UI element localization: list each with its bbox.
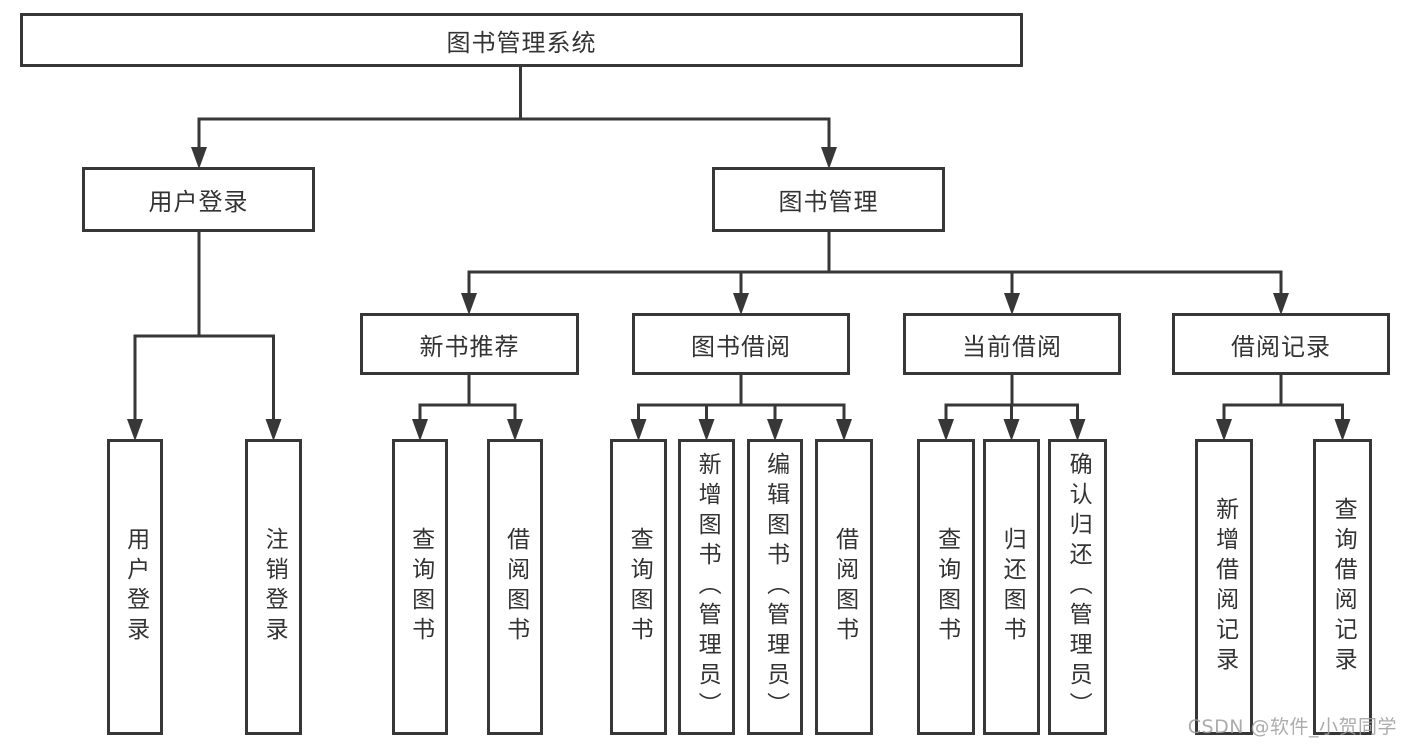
node-library-system-label: 图书管理系统 (446, 28, 597, 57)
node-user-login-label: 用户登录 (148, 188, 249, 216)
leaf-current-return: 归还图书 (983, 439, 1040, 735)
leaf-borrowing-query: 查询图书 (610, 439, 667, 735)
leaf-current-confirm-return-label: 确认归还（管理员） (1065, 452, 1092, 722)
leaf-borrowing-borrow: 借阅图书 (815, 439, 873, 735)
node-current-borrowing-label: 当前借阅 (962, 332, 1062, 361)
leaf-borrowing-edit-label: 编辑图书（管理员） (762, 452, 789, 722)
arrowheads (127, 147, 1351, 441)
leaf-borrowing-borrow-label: 借阅图书 (831, 527, 858, 647)
leaf-newbook-query-label: 查询图书 (407, 527, 434, 647)
leaf-user-login-label: 用户登录 (122, 527, 149, 647)
node-book-management: 图书管理 (712, 167, 945, 232)
leaf-current-query: 查询图书 (917, 439, 975, 735)
node-book-borrowing-label: 图书借阅 (691, 332, 791, 361)
node-library-system: 图书管理系统 (20, 13, 1023, 67)
leaf-newbook-borrow: 借阅图书 (487, 439, 543, 735)
node-new-book-recommend: 新书推荐 (360, 313, 579, 375)
node-book-borrowing: 图书借阅 (632, 313, 850, 375)
leaf-records-add: 新增借阅记录 (1195, 439, 1253, 735)
leaf-borrowing-add-label: 新增图书（管理员） (694, 452, 721, 722)
leaf-user-login: 用户登录 (107, 439, 163, 735)
leaf-records-add-label: 新增借阅记录 (1211, 497, 1238, 677)
node-current-borrowing: 当前借阅 (903, 313, 1121, 375)
leaf-borrowing-query-label: 查询图书 (626, 527, 653, 647)
leaf-borrowing-add: 新增图书（管理员） (678, 439, 735, 735)
leaf-logout-label: 注销登录 (261, 527, 288, 647)
leaf-newbook-borrow-label: 借阅图书 (502, 527, 529, 647)
node-new-book-recommend-label: 新书推荐 (419, 332, 520, 361)
csdn-watermark: CSDN @软件_小贺同学 (1187, 716, 1397, 738)
leaf-records-query: 查询借阅记录 (1313, 439, 1372, 735)
leaf-logout: 注销登录 (245, 439, 302, 735)
node-user-login: 用户登录 (82, 167, 315, 232)
leaf-current-query-label: 查询图书 (933, 527, 960, 647)
leaf-records-query-label: 查询借阅记录 (1330, 497, 1357, 677)
leaf-newbook-query: 查询图书 (392, 439, 448, 735)
node-borrowing-records: 借阅记录 (1172, 313, 1390, 375)
leaf-current-return-label: 归还图书 (999, 527, 1026, 647)
node-borrowing-records-label: 借阅记录 (1231, 332, 1331, 361)
node-book-management-label: 图书管理 (778, 188, 879, 216)
leaf-borrowing-edit: 编辑图书（管理员） (747, 439, 803, 735)
leaf-current-confirm-return: 确认归还（管理员） (1048, 439, 1107, 735)
